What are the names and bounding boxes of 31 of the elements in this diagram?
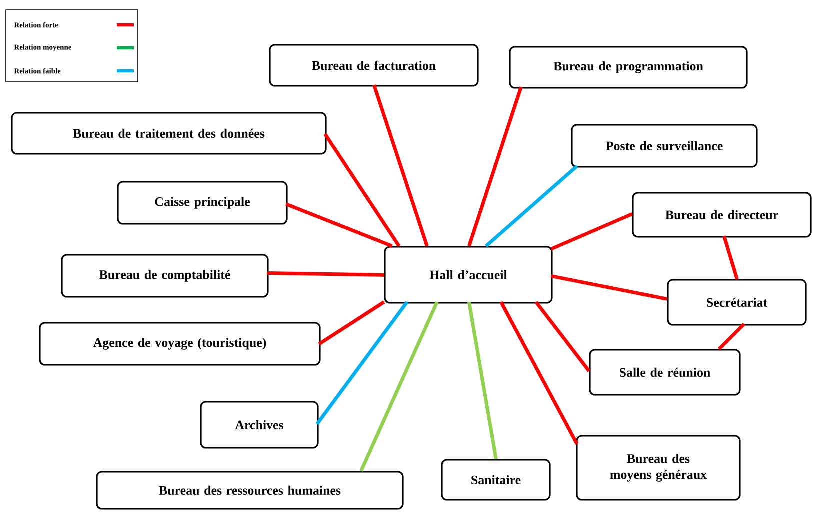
connector-line: [360, 301, 439, 472]
connector-line: [500, 301, 579, 446]
room-box: Bureau de comptabilité: [61, 254, 269, 298]
connector-line: [286, 202, 393, 248]
connector-line: [534, 301, 591, 372]
room-box: Bureau de facturation: [269, 44, 479, 87]
connector-line: [316, 301, 409, 426]
connector-line: [468, 86, 523, 247]
room-box: Archives: [200, 401, 319, 449]
room-box: Sanitaire: [441, 459, 551, 501]
connector-line: [485, 164, 578, 248]
room-box: Bureau de programmation: [509, 46, 748, 89]
connector-line: [722, 236, 739, 280]
room-box: Secrétariat: [667, 279, 807, 326]
room-box: Hall d’accueil: [384, 246, 553, 304]
connector-line: [550, 274, 668, 301]
room-box: Bureau des moyens généraux: [576, 435, 741, 501]
room-box: Agence de voyage (touristique): [39, 322, 321, 366]
connector-line: [372, 84, 429, 247]
room-box: Caisse principale: [117, 181, 288, 225]
room-box: Bureau de directeur: [632, 192, 812, 238]
connector-line: [467, 302, 498, 460]
connector-line: [324, 133, 401, 248]
room-box: Salle de réunion: [589, 349, 741, 396]
room-box: Bureau des ressources humaines: [96, 471, 404, 510]
connector-line: [718, 322, 746, 350]
connector-line: [267, 271, 384, 277]
connector-line: [318, 300, 386, 346]
room-box: Poste de surveillance: [571, 124, 758, 168]
room-box: Bureau de traitement des données: [11, 112, 327, 155]
connector-line: [550, 212, 633, 251]
